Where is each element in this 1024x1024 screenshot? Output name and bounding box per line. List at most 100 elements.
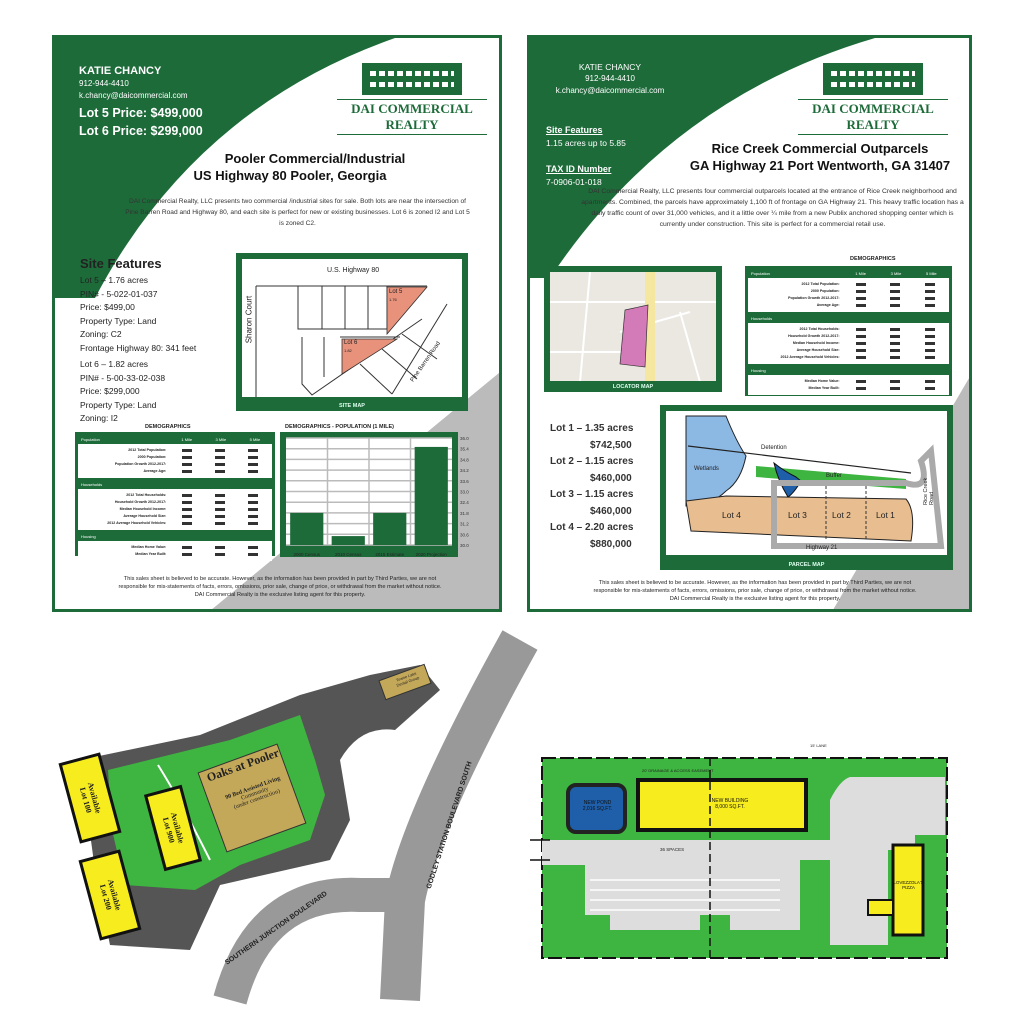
lot-label: Lot 3 – 1.15 acres [550, 489, 634, 500]
cell-value [913, 333, 947, 340]
cell-value [878, 326, 912, 333]
table-row: 2012 Total Population: [750, 281, 947, 288]
cell-value [844, 281, 878, 288]
lot-price: $460,000 [590, 472, 632, 484]
agent-email[interactable]: k.chancy@daicommercial.com [555, 86, 665, 95]
locator-map-drawing [550, 272, 716, 381]
site-features-heading: Site Features [546, 125, 603, 135]
cell-value [237, 447, 270, 454]
cell-value [170, 520, 203, 527]
column-header: 5 Mile [249, 437, 261, 442]
tax-id-heading: TAX ID Number [546, 164, 612, 174]
row-label: Median Year Built: [135, 552, 167, 556]
agent-phone: 912-944-4410 [585, 74, 635, 83]
cell-value [913, 340, 947, 347]
cell-value [844, 385, 878, 392]
row-label: 2012 Average Household Vehicles: [107, 521, 167, 525]
site-map-caption: SITE MAP [339, 403, 365, 409]
row-label: Median Household Income: [792, 341, 840, 345]
parcel-map: Detention Wetlands Buffer Lot 4 Lot 3 Lo… [660, 405, 953, 570]
sharon-court-label: Sharon Court [244, 295, 254, 344]
cell-value [237, 499, 270, 506]
lot-label: Lot 3 [788, 510, 807, 520]
column-header: 3 Mile [890, 271, 902, 276]
road-label: Highway 21 [806, 545, 838, 551]
cell-value [878, 333, 912, 340]
cell-value [878, 340, 912, 347]
cell-value [878, 295, 912, 302]
row-label: 2012 Total Households: [799, 327, 840, 331]
lot6-price: Lot 6 Price: $299,000 [79, 124, 203, 138]
site-map: U.S. Highway 80 Sharon Court Pine Barren… [236, 253, 468, 411]
building-icon [823, 63, 923, 95]
y-tick-label: 31.8 [460, 511, 469, 516]
disclaimer-line: DAI Commercial Realty is the exclusive l… [194, 592, 366, 598]
parking-spaces-label: 36 SPACES [660, 847, 685, 852]
cell-value [844, 354, 878, 361]
y-tick-label: 33.6 [460, 479, 469, 484]
cell-value [237, 544, 270, 551]
cell-value [204, 499, 237, 506]
section-name: Population [81, 437, 100, 442]
y-tick-label: 32.4 [460, 500, 469, 505]
description: DAI Commercial Realty, LLC presents four… [581, 188, 964, 228]
locator-map: LOCATOR MAP [544, 266, 722, 392]
agent-email[interactable]: k.chancy@daicommercial.com [79, 91, 188, 100]
cell-value [204, 447, 237, 454]
cell-value [913, 354, 947, 361]
table-row: Average Age: [80, 468, 270, 475]
cell-value [170, 492, 203, 499]
x-tick-label: 2000 Census [293, 552, 320, 557]
table-row: 2012 Total Households: [750, 326, 947, 333]
cell-value [878, 281, 912, 288]
cell-value [237, 506, 270, 513]
cell-value [204, 513, 237, 520]
x-tick-label: 2020 Projection [416, 552, 448, 557]
cell-value [913, 288, 947, 295]
cell-value [237, 520, 270, 527]
lot5-label: Lot 5 [389, 289, 403, 295]
demographics-title: DEMOGRAPHICS [145, 424, 191, 430]
bar [290, 512, 324, 545]
title-line2: GA Highway 21 Port Wentworth, GA 31407 [689, 158, 951, 173]
locator-map-caption: LOCATOR MAP [612, 384, 654, 390]
detention-label: Detention [761, 445, 787, 451]
cell-value [237, 492, 270, 499]
feature-line: Property Type: Land [80, 315, 157, 326]
cell-value [237, 551, 270, 558]
row-label: Average Household Size: [796, 348, 840, 352]
cell-value [844, 302, 878, 309]
bar [414, 446, 448, 545]
parcel-map-drawing [685, 415, 945, 549]
agent-phone: 912-944-4410 [79, 79, 129, 88]
cell-value [913, 326, 947, 333]
pooler-flyer: KATIE CHANCY 912-944-4410 k.chancy@daico… [52, 35, 502, 612]
easement-label: 20' DRAINAGE & ACCESS EASEMENT [642, 768, 714, 773]
y-tick-label: 31.2 [460, 522, 469, 527]
cell-value [878, 288, 912, 295]
column-header: 1 Mile [855, 271, 866, 276]
cell-value [170, 461, 203, 468]
section-name: Housing [81, 534, 96, 539]
table-section-header: Housing [748, 366, 949, 375]
column-header: 5 Mile [925, 271, 937, 276]
lot-price: $460,000 [590, 505, 632, 517]
table-row: 2012 Total Households: [80, 492, 270, 499]
cell-value [878, 354, 912, 361]
buffer-label: Buffer [826, 473, 842, 479]
lot-price-list: Lot 1 – 1.35 acres $742,500 Lot 2 – 1.15… [550, 421, 633, 553]
feature-line: Lot 6 – 1.82 acres [80, 359, 149, 369]
table-row: Median Year Built: [750, 385, 947, 392]
building-icon [362, 63, 462, 95]
table-row: Median Household Income: [80, 506, 270, 513]
section-name: Population [751, 271, 770, 276]
table-row: Population Growth 2012-2017: [80, 461, 270, 468]
cell-value [878, 385, 912, 392]
x-tick-label: 2010 Census [335, 552, 362, 557]
row-label: 2012 Total Population: [128, 448, 167, 452]
feature-line: Lot 5 – 1.76 acres [80, 275, 149, 285]
disclaimer: This sales sheet is believed to be accur… [560, 579, 950, 603]
disclaimer-line: responsible for mis-statements of facts,… [118, 584, 442, 590]
description: DAI Commercial Realty, LLC presents two … [125, 198, 470, 227]
table-section-header: Population 1 Mile 3 Mile 5 Mile [748, 269, 949, 278]
